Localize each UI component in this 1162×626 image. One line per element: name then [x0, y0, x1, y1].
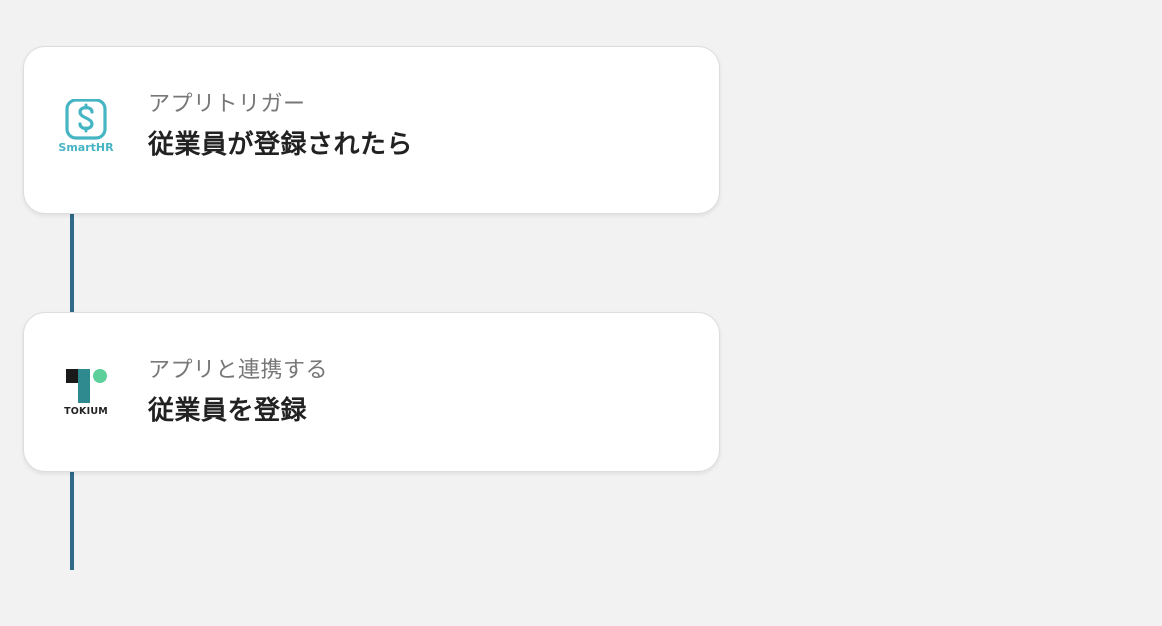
action-step-card[interactable]: TOKIUM アプリと連携する 従業員を登録: [23, 312, 720, 472]
flow-connector-line: [70, 472, 74, 570]
action-step-text: アプリと連携する 従業員を登録: [148, 357, 328, 427]
step-kind-label: アプリと連携する: [148, 358, 329, 383]
step-kind-label: アプリトリガー: [148, 92, 306, 117]
smarthr-logo-text: SmartHR: [58, 141, 114, 154]
trigger-step-card[interactable]: SmartHR アプリトリガー 従業員が登録されたら: [23, 46, 720, 214]
tokium-logo-text: TOKIUM: [64, 406, 108, 417]
trigger-step-text: アプリトリガー 従業員が登録されたら: [148, 91, 413, 161]
smarthr-logo-icon: SmartHR: [58, 98, 114, 159]
step-title: 従業員が登録されたら: [148, 130, 414, 160]
smarthr-mark-icon: [65, 98, 107, 140]
tokium-mark-icon: [66, 369, 107, 403]
flow-connector-line: [70, 214, 74, 314]
tokium-logo-icon: TOKIUM: [58, 365, 114, 425]
step-title: 従業員を登録: [148, 396, 308, 426]
